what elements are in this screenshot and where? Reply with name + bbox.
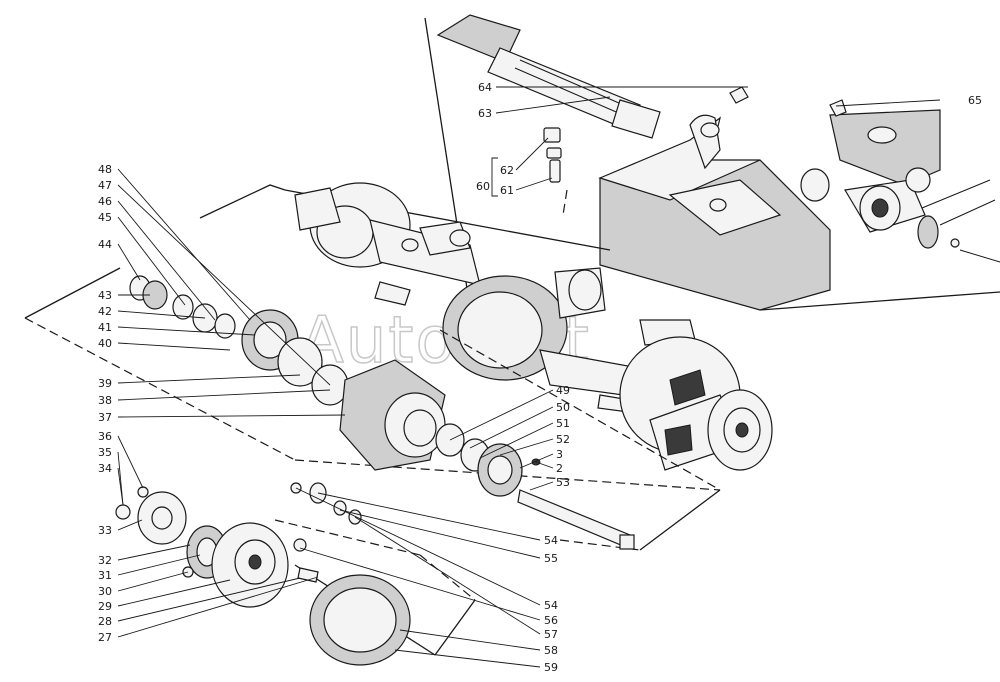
label-32: 32 bbox=[98, 554, 112, 567]
label-41: 41 bbox=[98, 321, 112, 334]
label-42: 42 bbox=[98, 305, 112, 318]
label-58: 58 bbox=[544, 644, 558, 657]
callout-labels: 48 47 46 45 44 43 42 41 40 39 38 37 36 3… bbox=[98, 81, 982, 674]
axle-housing bbox=[199, 182, 773, 471]
label-60: 60 bbox=[476, 180, 490, 193]
label-65: 65 bbox=[968, 94, 982, 107]
label-47: 47 bbox=[98, 179, 112, 192]
label-44: 44 bbox=[98, 238, 112, 251]
label-51: 51 bbox=[556, 417, 570, 430]
label-56: 56 bbox=[544, 614, 558, 627]
label-34: 34 bbox=[98, 462, 112, 475]
label-54-lower: 54 bbox=[544, 599, 558, 612]
label-46: 46 bbox=[98, 195, 112, 208]
label-33: 33 bbox=[98, 524, 112, 537]
label-27: 27 bbox=[98, 631, 112, 644]
propeller-shaft bbox=[436, 14, 661, 139]
label-53: 53 bbox=[556, 476, 570, 489]
label-28: 28 bbox=[98, 615, 112, 628]
label-49: 49 bbox=[556, 384, 570, 397]
label-62: 62 bbox=[500, 164, 514, 177]
label-43: 43 bbox=[98, 289, 112, 302]
differential-parts bbox=[129, 275, 635, 550]
label-39: 39 bbox=[98, 377, 112, 390]
label-40: 40 bbox=[98, 337, 112, 350]
label-30: 30 bbox=[98, 585, 112, 598]
label-2: 2 bbox=[556, 462, 563, 475]
label-37: 37 bbox=[98, 411, 112, 424]
label-64: 64 bbox=[478, 81, 492, 94]
label-38: 38 bbox=[98, 394, 112, 407]
label-35: 35 bbox=[98, 446, 112, 459]
hub-parts bbox=[115, 482, 411, 666]
bolt-62 bbox=[543, 127, 568, 216]
label-61: 61 bbox=[500, 184, 514, 197]
label-31: 31 bbox=[98, 569, 112, 582]
label-57: 57 bbox=[544, 628, 558, 641]
label-50: 50 bbox=[556, 401, 570, 414]
label-3: 3 bbox=[556, 448, 563, 461]
label-48: 48 bbox=[98, 163, 112, 176]
label-29: 29 bbox=[98, 600, 112, 613]
leader-lines bbox=[117, 86, 941, 668]
label-59: 59 bbox=[544, 661, 558, 674]
label-63: 63 bbox=[478, 107, 492, 120]
label-54-upper: 54 bbox=[544, 534, 558, 547]
label-36: 36 bbox=[98, 430, 112, 443]
chassis-bracket bbox=[598, 86, 1000, 311]
label-52: 52 bbox=[556, 433, 570, 446]
label-55: 55 bbox=[544, 552, 558, 565]
label-45: 45 bbox=[98, 211, 112, 224]
